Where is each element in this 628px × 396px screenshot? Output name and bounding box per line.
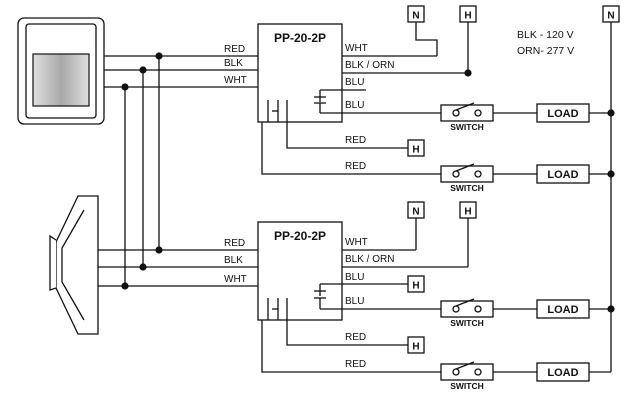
pp2-aux-hot-label: H [412, 342, 419, 353]
pp2-right-wire-blu-1: BLU [345, 272, 364, 283]
power-pack-1: PP-20-2P RED BLK WHT WHT BLK / ORN BLU B… [224, 5, 611, 193]
pp1-load-2-label: LOAD [547, 169, 578, 181]
pp1-right-wire-blu-1: BLU [345, 77, 364, 88]
corner-sensor [49, 195, 99, 335]
pp2-aux-hot-terminal [407, 336, 425, 354]
neutral-bus: N [602, 5, 620, 372]
power-pack-1-title: PP-20-2P [274, 31, 326, 45]
pp1-switch-1[interactable] [440, 104, 494, 122]
neutral-bus-label: N [607, 11, 614, 22]
pp2-right-wire-blk-orn: BLK / ORN [345, 254, 394, 265]
pp2-switch-1-label: SWITCH [450, 318, 484, 328]
pp2-load-2-label: LOAD [547, 367, 578, 379]
pp2-switch-2[interactable] [440, 363, 494, 381]
pp2-switch-2-label: SWITCH [450, 381, 484, 391]
pp2-red-label-1: RED [345, 332, 366, 343]
wall-sensor-lens [32, 53, 90, 107]
pp2-left-wire-wht: WHT [224, 274, 247, 285]
pp1-hot-label: H [464, 11, 471, 22]
power-pack-2: PP-20-2P RED BLK WHT WHT BLK / ORN BLU B… [224, 201, 611, 391]
voltage-note-blk: BLK - 120 V [517, 29, 574, 41]
pp2-left-wire-blk: BLK [224, 255, 243, 266]
pp2-left-wire-red: RED [224, 238, 245, 249]
pp2-neutral-label: N [412, 207, 419, 218]
pp2-load-1-label: LOAD [547, 304, 578, 316]
pp2-right-wire-wht: WHT [345, 237, 368, 248]
pp1-right-wire-blk-orn: BLK / ORN [345, 60, 394, 71]
corner-sensor-lip [49, 234, 57, 291]
pp1-right-wire-wht: WHT [345, 43, 368, 54]
pp1-switch-2[interactable] [440, 165, 494, 183]
pp1-left-wire-blk: BLK [224, 58, 243, 69]
pp1-relay-contacts [267, 89, 342, 122]
power-pack-1-body [257, 23, 343, 123]
pp1-red-label-1: RED [345, 135, 366, 146]
pp1-right-wire-blu-2: BLU [345, 100, 364, 111]
pp1-left-wire-wht: WHT [224, 75, 247, 86]
pp2-blu-hot-terminal [407, 275, 425, 293]
pp2-right-wire-blu-2: BLU [345, 296, 364, 307]
pp1-left-wire-red: RED [224, 44, 245, 55]
power-pack-2-body [257, 221, 343, 321]
pp1-aux-hot-terminal [407, 139, 425, 157]
pp1-switch-1-label: SWITCH [450, 122, 484, 132]
pp2-blu-hot-label: H [412, 281, 419, 292]
voltage-note-orn: ORN- 277 V [517, 45, 574, 57]
pp1-aux-hot-label: H [412, 145, 419, 156]
pp1-switch-2-label: SWITCH [450, 183, 484, 193]
corner-sensor-bezel [61, 209, 85, 321]
power-pack-2-title: PP-20-2P [274, 229, 326, 243]
pp2-switch-1[interactable] [440, 300, 494, 318]
pp1-red-label-2: RED [345, 161, 366, 172]
pp1-neutral-label: N [412, 11, 419, 22]
wall-sensor [17, 17, 105, 125]
pp2-relay-contacts [267, 283, 342, 320]
pp2-hot-label: H [464, 207, 471, 218]
pp2-red-label-2: RED [345, 359, 366, 370]
sensor-buses [98, 52, 258, 290]
pp1-load-1-label: LOAD [547, 108, 578, 120]
